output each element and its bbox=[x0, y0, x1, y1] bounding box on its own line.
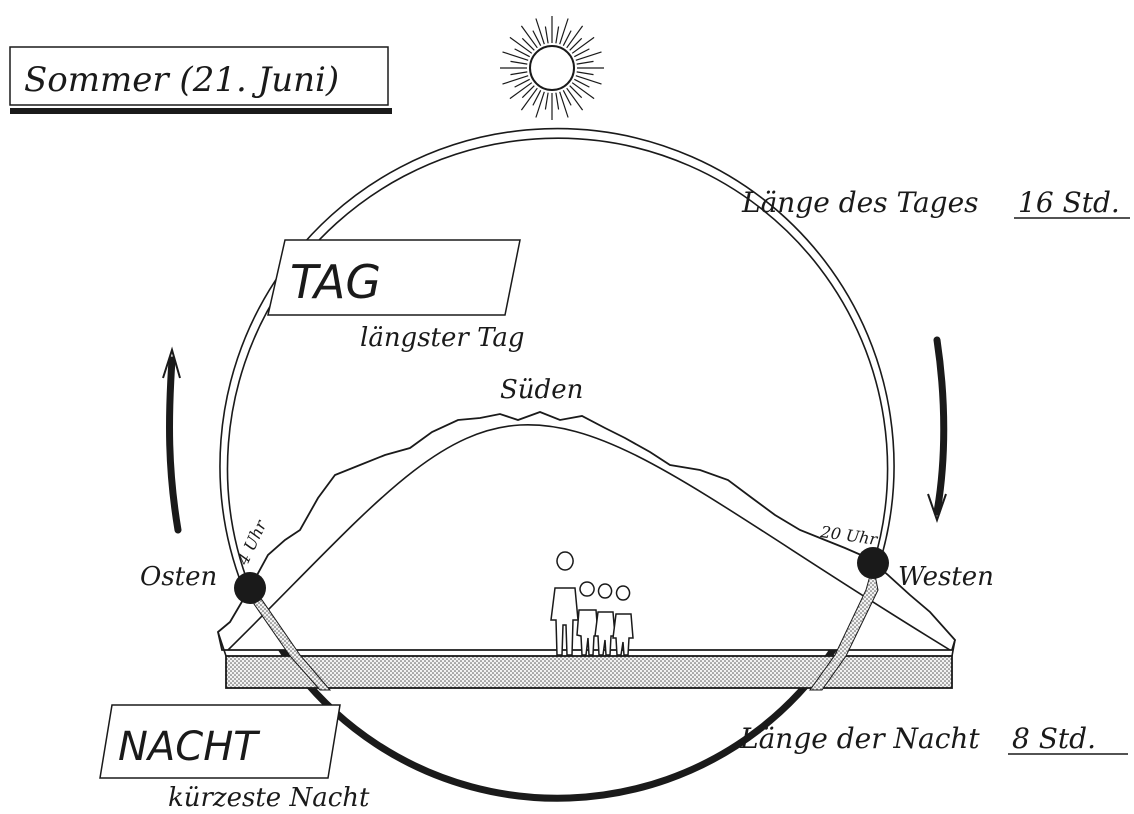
sunrise-marker bbox=[234, 572, 266, 604]
night-length-text: Länge der Nacht bbox=[739, 722, 980, 755]
east-label: Osten bbox=[140, 562, 217, 592]
night-label: NACHT bbox=[118, 724, 261, 770]
rising-arrow bbox=[163, 350, 180, 530]
sunset-marker bbox=[857, 547, 889, 579]
setting-arrow bbox=[928, 340, 946, 520]
day-length-value: 16 Std. bbox=[1018, 186, 1120, 219]
sun-ray bbox=[545, 93, 548, 110]
sun-ray bbox=[560, 19, 568, 45]
sun-ray bbox=[511, 72, 528, 75]
sun-ray bbox=[522, 38, 534, 50]
night-caption: kürzeste Nacht bbox=[168, 783, 370, 813]
title-text: Sommer (21. Juni) bbox=[24, 60, 339, 100]
south-label: Süden bbox=[500, 375, 583, 405]
day-length-note: Länge des Tages 16 Std. bbox=[741, 186, 1130, 219]
sun-ray bbox=[570, 38, 582, 50]
sun-ray bbox=[503, 76, 529, 84]
title-plate: Sommer (21. Juni) bbox=[10, 47, 392, 114]
sun-ray bbox=[576, 52, 602, 60]
sun-ray bbox=[536, 19, 544, 45]
night-length-note: Länge der Nacht 8 Std. bbox=[739, 722, 1128, 755]
sun-ray bbox=[577, 61, 594, 64]
day-box: TAG längster Tag bbox=[268, 240, 525, 353]
sun-ray bbox=[545, 27, 548, 44]
sun-ray bbox=[570, 86, 582, 98]
west-label: Westen bbox=[898, 562, 994, 592]
night-length-value: 8 Std. bbox=[1012, 722, 1096, 755]
day-label: TAG bbox=[290, 255, 381, 309]
sun-ray bbox=[577, 72, 594, 75]
day-length-text: Länge des Tages bbox=[741, 186, 979, 219]
sun-icon bbox=[500, 16, 604, 120]
sun-ray bbox=[511, 61, 528, 64]
sun-ray bbox=[536, 92, 544, 118]
day-caption: längster Tag bbox=[360, 323, 525, 353]
sun-ray bbox=[556, 93, 559, 110]
sun-ray bbox=[503, 52, 529, 60]
sun-ray bbox=[576, 76, 602, 84]
sun-ray bbox=[522, 86, 534, 98]
sun-ray bbox=[560, 92, 568, 118]
night-box: NACHT kürzeste Nacht bbox=[100, 705, 370, 813]
sun-ray bbox=[556, 27, 559, 44]
